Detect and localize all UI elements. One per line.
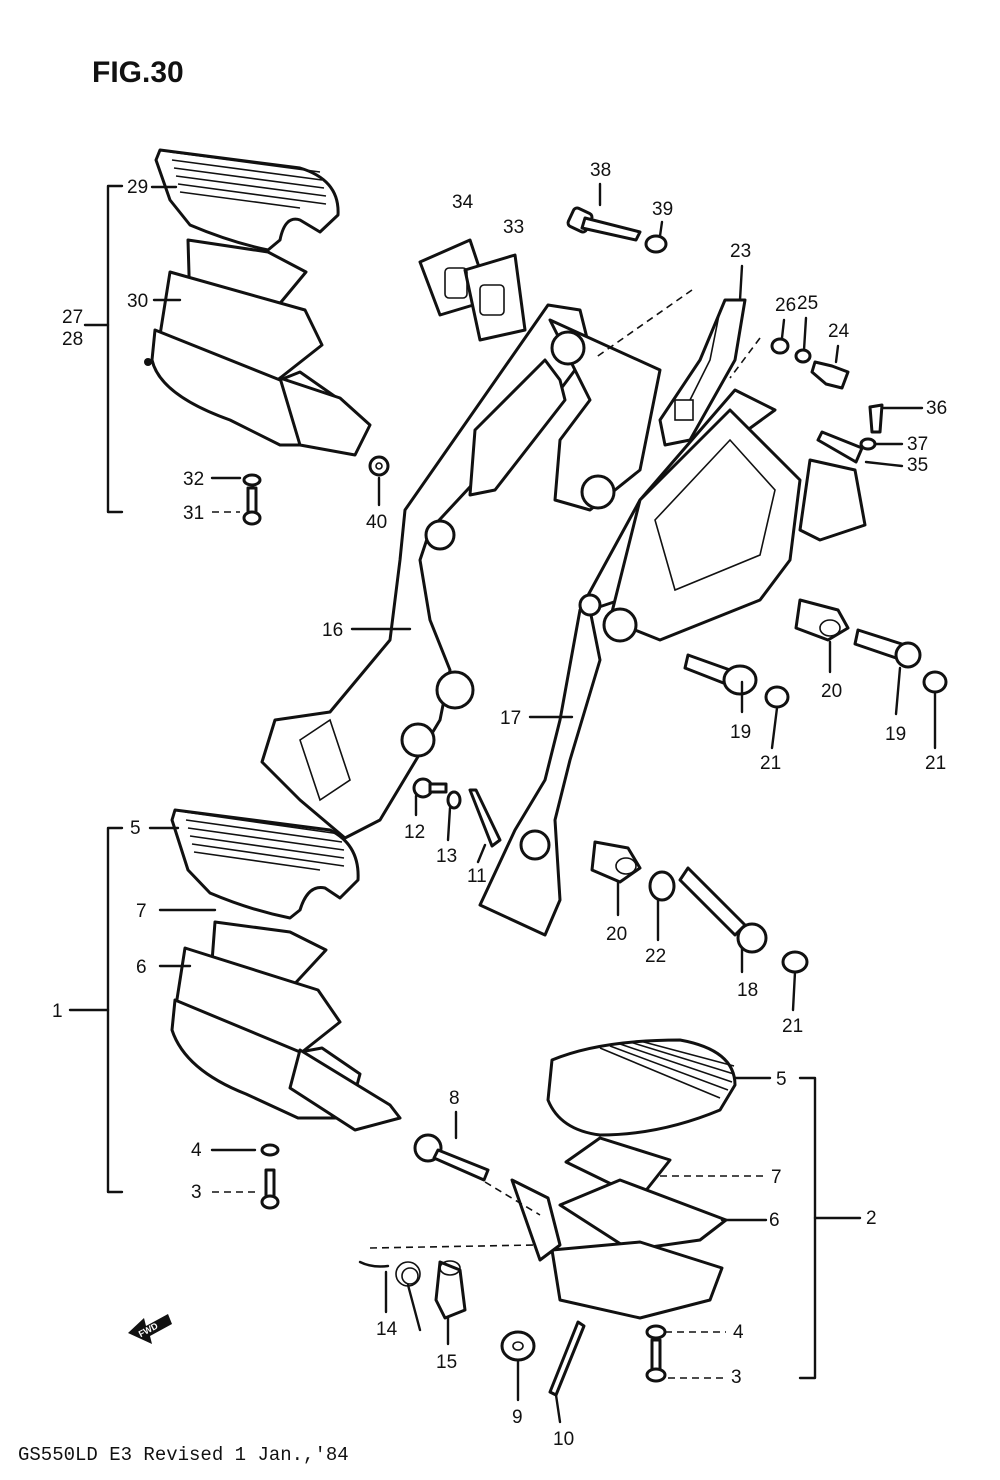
footboard-rubber-lower-left xyxy=(170,808,360,920)
callout-31: 31 xyxy=(183,503,204,524)
callout-15: 15 xyxy=(436,1352,457,1373)
figure-title: FIG.30 xyxy=(92,56,184,89)
callout-17: 17 xyxy=(500,708,521,729)
cap-21-c xyxy=(781,950,809,974)
bolt-24-washers-25-26 xyxy=(770,337,850,390)
footboard-plate-lower-right xyxy=(510,1136,728,1320)
callout-10: 10 xyxy=(553,1429,574,1450)
callout-3-right: 3 xyxy=(731,1367,742,1388)
callout-13: 13 xyxy=(436,846,457,867)
callout-7-left: 7 xyxy=(136,901,147,922)
footboard-bracket-16 xyxy=(260,303,662,840)
callout-22: 22 xyxy=(645,946,666,967)
footboard-bolt-3-lower-right xyxy=(645,1324,667,1383)
callout-2: 2 xyxy=(866,1208,877,1229)
callout-32: 32 xyxy=(183,469,204,490)
footboard-plate-lower-left xyxy=(170,920,402,1132)
callout-11: 11 xyxy=(467,866,487,887)
spring-14 xyxy=(358,1260,422,1332)
callout-19-left: 19 xyxy=(730,722,751,743)
bushing-20-lower xyxy=(590,840,642,884)
footboard-rubber-lower-right xyxy=(546,1038,737,1137)
group-bracket-2 xyxy=(798,1076,817,1380)
callout-29: 29 xyxy=(127,177,148,198)
washer-9 xyxy=(500,1330,536,1362)
callout-12: 12 xyxy=(404,822,425,843)
callout-30: 30 xyxy=(127,291,148,312)
rubber-pads-33-34 xyxy=(418,238,527,342)
callout-9: 9 xyxy=(512,1407,523,1428)
callout-16: 16 xyxy=(322,620,343,641)
forward-direction-arrow: FWD xyxy=(128,1314,172,1344)
callout-33: 33 xyxy=(503,217,524,238)
cotter-pin-10 xyxy=(548,1320,586,1397)
callout-6-left: 6 xyxy=(136,957,147,978)
callout-5-left: 5 xyxy=(130,818,141,839)
callout-4-right: 4 xyxy=(733,1322,744,1343)
callout-35: 35 xyxy=(907,455,928,476)
group-bracket-27-28 xyxy=(106,184,124,514)
callout-40: 40 xyxy=(366,512,387,533)
group-bracket-1 xyxy=(106,826,124,1194)
bolt-18 xyxy=(678,866,768,954)
callout-38: 38 xyxy=(590,160,611,181)
callout-21-b: 21 xyxy=(925,753,946,774)
footboard-bolt-31 xyxy=(242,473,262,526)
callout-6-right: 6 xyxy=(769,1210,780,1231)
clip-35-37-screw-36 xyxy=(816,403,884,464)
callout-28: 28 xyxy=(62,329,83,350)
callout-5-right: 5 xyxy=(776,1069,787,1090)
callout-1: 1 xyxy=(52,1001,63,1022)
bushing-20-right xyxy=(794,598,850,642)
callout-20-lower: 20 xyxy=(606,924,627,945)
callout-20-right: 20 xyxy=(821,681,842,702)
callout-14: 14 xyxy=(376,1319,398,1340)
footboard-plate-upper xyxy=(144,238,372,457)
nut-40 xyxy=(368,455,390,477)
callout-27: 27 xyxy=(62,307,83,328)
callout-21-c: 21 xyxy=(782,1016,803,1037)
bolt-38 xyxy=(566,206,642,242)
pivot-pin-8 xyxy=(413,1133,490,1182)
callout-23: 23 xyxy=(730,241,751,262)
callout-8: 8 xyxy=(449,1088,460,1109)
callout-39: 39 xyxy=(652,199,673,220)
washer-22 xyxy=(648,870,676,902)
plate-23 xyxy=(658,298,747,447)
callout-36: 36 xyxy=(926,398,947,419)
bolt-19-right xyxy=(853,628,922,669)
callout-24: 24 xyxy=(828,321,850,342)
bushing-15 xyxy=(434,1260,467,1320)
callout-25: 25 xyxy=(797,293,818,314)
cap-21-b xyxy=(922,670,948,694)
callout-18: 18 xyxy=(737,980,758,1001)
cap-21-a xyxy=(764,685,790,709)
bolt-19-left xyxy=(683,653,758,696)
washer-39 xyxy=(644,234,668,254)
callout-37: 37 xyxy=(907,434,928,455)
callout-26: 26 xyxy=(775,295,796,316)
footboard-rubber-upper xyxy=(154,148,340,252)
callout-21-a: 21 xyxy=(760,753,781,774)
leader-lines xyxy=(350,182,937,1424)
callout-7-right: 7 xyxy=(771,1167,782,1188)
callout-labels: 29 27 28 30 32 31 40 34 33 38 39 23 26 2… xyxy=(52,160,947,1450)
footboard-bolt-3-lower-left xyxy=(260,1143,280,1210)
callout-34: 34 xyxy=(452,192,474,213)
callout-4-left: 4 xyxy=(191,1140,202,1161)
bolt-12-washer-13-bracket-11 xyxy=(412,777,502,848)
footer-revision-note: GS550LD E3 Revised 1 Jan.,'84 xyxy=(18,1444,349,1466)
callout-19-right: 19 xyxy=(885,724,906,745)
callout-3-left: 3 xyxy=(191,1182,202,1203)
footboard-bracket-17 xyxy=(478,388,867,937)
